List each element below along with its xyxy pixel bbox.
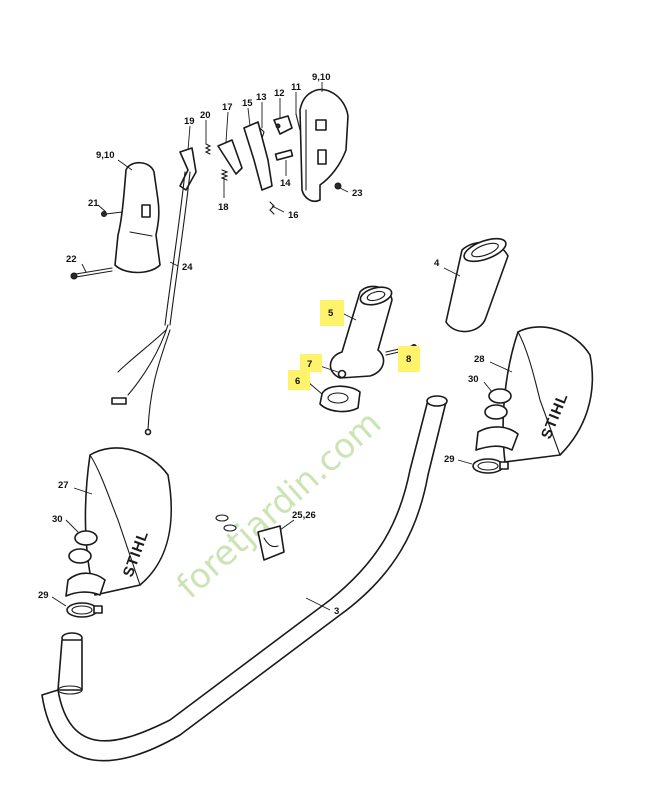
label-27: 27 <box>58 480 69 491</box>
label-30-left: 30 <box>52 514 63 525</box>
label-17: 17 <box>222 102 233 113</box>
label-13: 13 <box>256 92 267 103</box>
highlight-boxes <box>288 300 420 390</box>
label-23: 23 <box>352 188 363 199</box>
label-12: 12 <box>274 88 285 99</box>
small-parts <box>70 113 342 280</box>
leader-lines <box>51 82 513 611</box>
hose-clamp-left <box>66 602 103 618</box>
highlight-part-6 <box>288 370 310 390</box>
part-labels: 9,10 9,10 11 12 13 14 15 16 17 18 19 20 … <box>38 72 485 617</box>
left-hand-guard: STIHL <box>65 447 173 597</box>
label-3: 3 <box>334 606 339 617</box>
control-handle-left-half <box>114 161 161 274</box>
label-11: 11 <box>291 82 302 93</box>
highlight-part-8 <box>398 346 420 372</box>
right-hand-guard: STIHL <box>475 326 594 463</box>
rubber-grip <box>445 237 509 333</box>
control-handle-right-half <box>299 88 349 203</box>
label-21: 21 <box>88 198 99 209</box>
label-29-left: 29 <box>38 590 49 601</box>
label-9-10-left: 9,10 <box>96 150 115 161</box>
clamp-6 <box>319 385 361 413</box>
label-19: 19 <box>184 116 195 127</box>
label-7: 7 <box>307 359 312 370</box>
label-5: 5 <box>328 308 334 319</box>
loop-handle-body <box>329 285 393 379</box>
label-30-right: 30 <box>468 374 479 385</box>
label-25-26: 25,26 <box>292 510 316 521</box>
label-14: 14 <box>280 178 291 189</box>
throttle-cable <box>111 171 191 436</box>
handlebar-tube <box>41 395 448 762</box>
hose-clamp-right <box>472 458 509 474</box>
nut-7 <box>337 369 347 379</box>
label-28: 28 <box>474 354 485 365</box>
label-9-10-right: 9,10 <box>312 72 331 83</box>
highlight-part-5 <box>320 300 344 326</box>
label-16: 16 <box>288 210 299 221</box>
label-6: 6 <box>295 376 300 387</box>
label-8: 8 <box>406 354 411 365</box>
label-29-right: 29 <box>444 454 455 465</box>
highlight-part-7 <box>300 354 322 372</box>
label-20: 20 <box>200 110 211 121</box>
label-18: 18 <box>218 202 229 213</box>
handle-clamp <box>215 514 285 561</box>
label-24: 24 <box>182 262 193 273</box>
label-15: 15 <box>242 98 253 109</box>
label-4: 4 <box>434 258 440 269</box>
label-22: 22 <box>66 254 77 265</box>
